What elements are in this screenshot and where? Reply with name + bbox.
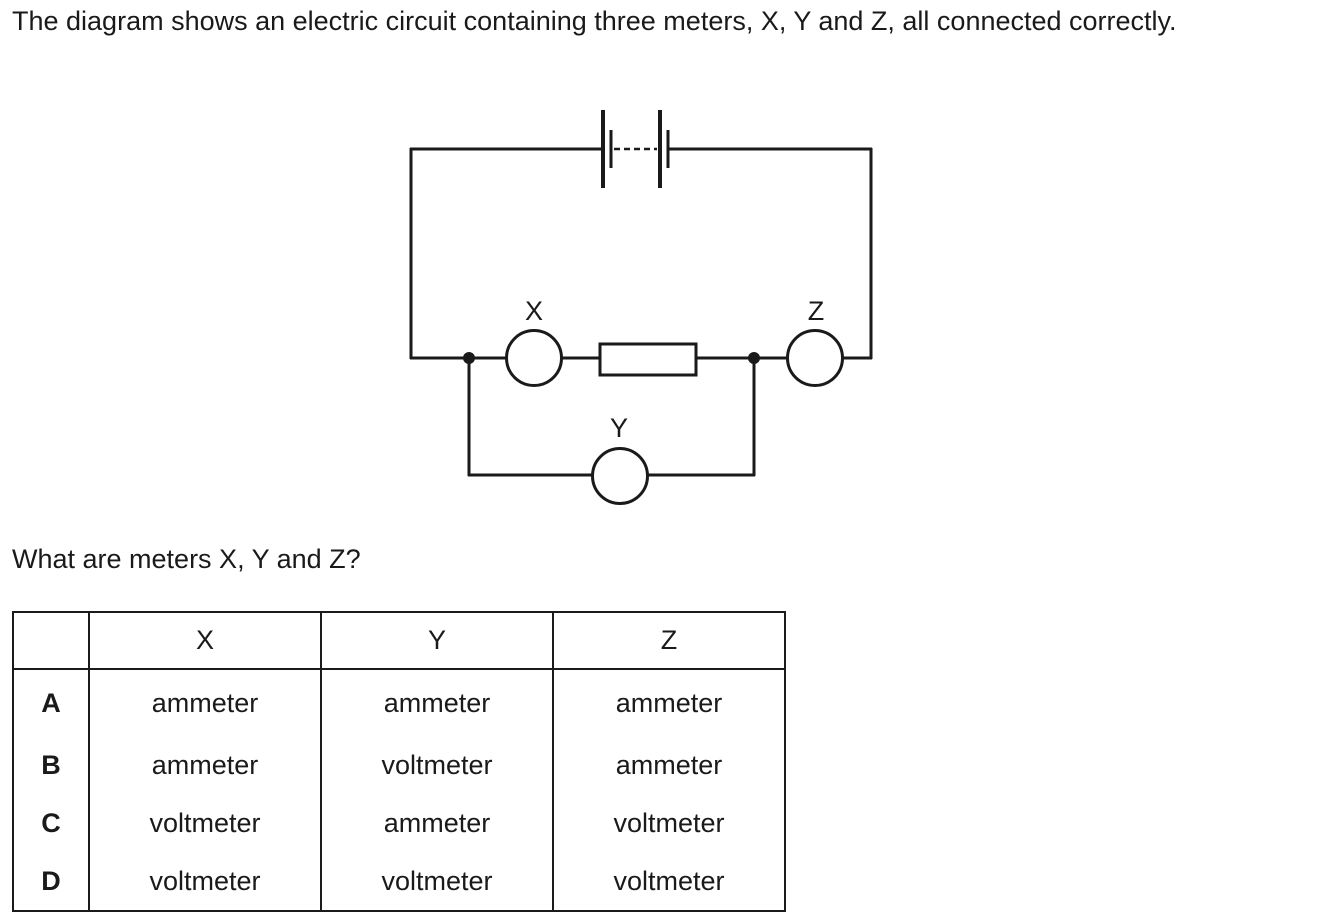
table-row: C voltmeter ammeter voltmeter [13, 794, 785, 852]
cell-y: ammeter [320, 669, 553, 736]
cell-z: voltmeter [552, 794, 785, 852]
table-header-row: X Y Z [13, 612, 785, 670]
meter-x-symbol [505, 329, 563, 387]
resistor-symbol [598, 342, 698, 377]
meter-y-label: Y [610, 413, 628, 443]
meter-x-label: X [525, 296, 543, 326]
header-blank [13, 612, 89, 670]
cell-z: ammeter [552, 736, 785, 794]
junction-dot-left [463, 352, 475, 364]
meter-y-symbol [591, 447, 649, 505]
header-z: Z [552, 612, 785, 670]
cell-x: voltmeter [88, 852, 321, 911]
junction-dot-right [748, 352, 760, 364]
cell-z: ammeter [552, 669, 785, 736]
question-intro: The diagram shows an electric circuit co… [12, 6, 1177, 36]
cell-y: voltmeter [320, 852, 553, 911]
table-row: D voltmeter voltmeter voltmeter [13, 852, 785, 911]
answer-table: X Y Z A ammeter ammeter ammeter B ammete… [12, 611, 786, 912]
cell-y: voltmeter [320, 736, 553, 794]
meter-z-symbol [786, 329, 844, 387]
table-row: A ammeter ammeter ammeter [13, 669, 785, 736]
cell-y: ammeter [320, 794, 553, 852]
cell-x: voltmeter [88, 794, 321, 852]
header-x: X [88, 612, 321, 670]
option-letter: D [41, 865, 61, 896]
battery-symbol [601, 110, 670, 188]
table-row: B ammeter voltmeter ammeter [13, 736, 785, 794]
question-text: What are meters X, Y and Z? [12, 544, 361, 574]
option-letter: C [41, 807, 61, 838]
meter-z-label: Z [808, 296, 825, 326]
cell-x: ammeter [88, 669, 321, 736]
option-letter: A [41, 687, 61, 718]
cell-x: ammeter [88, 736, 321, 794]
option-letter: B [41, 749, 61, 780]
cell-z: voltmeter [552, 852, 785, 911]
header-y: Y [320, 612, 553, 670]
